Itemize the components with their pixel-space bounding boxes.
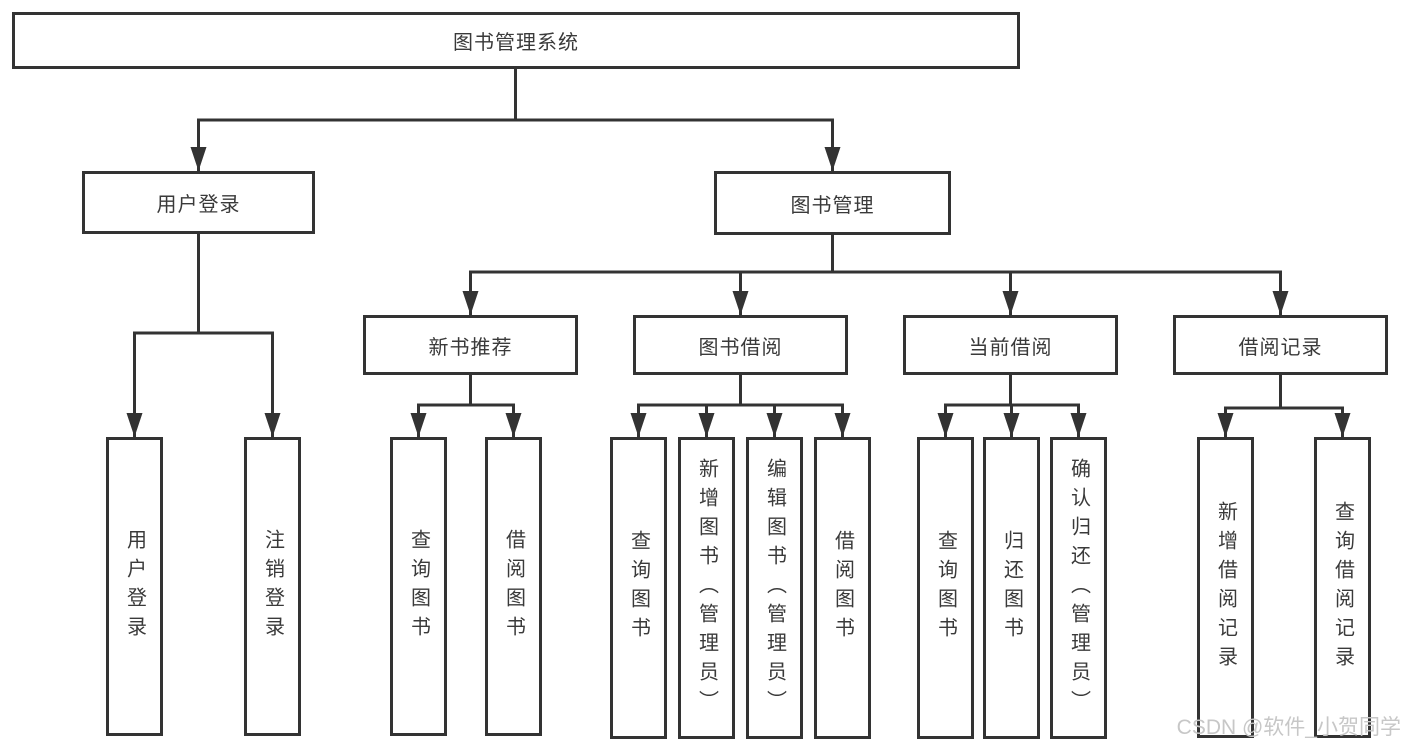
node-user-login: 用户登录 — [82, 171, 315, 234]
leaf-bb-edit-books-admin: 编辑图书（管理员） — [746, 437, 803, 739]
csdn-watermark: CSDN @软件_小贺同学 — [1176, 716, 1401, 739]
leaf-bb-query-books: 查询图书 — [610, 437, 667, 739]
leaf-cb-query-books: 查询图书 — [917, 437, 974, 739]
leaf-br-query-record: 查询借阅记录 — [1314, 437, 1371, 738]
leaf-user-login: 用户登录 — [106, 437, 163, 736]
leaf-br-add-record: 新增借阅记录 — [1197, 437, 1254, 738]
node-book-management: 图书管理 — [714, 171, 951, 235]
leaf-nb-borrow-books: 借阅图书 — [485, 437, 542, 736]
leaf-cb-confirm-return-admin: 确认归还（管理员） — [1050, 437, 1107, 739]
node-root: 图书管理系统 — [12, 12, 1020, 69]
node-borrow-records: 借阅记录 — [1173, 315, 1388, 375]
node-book-borrowing: 图书借阅 — [633, 315, 848, 375]
leaf-bb-add-books-admin: 新增图书（管理员） — [678, 437, 735, 739]
leaf-cb-return-books: 归还图书 — [983, 437, 1040, 739]
node-current-borrowing: 当前借阅 — [903, 315, 1118, 375]
node-new-book-recommend: 新书推荐 — [363, 315, 578, 375]
leaf-logout: 注销登录 — [244, 437, 301, 736]
leaf-nb-query-books: 查询图书 — [390, 437, 447, 736]
leaf-bb-borrow-books: 借阅图书 — [814, 437, 871, 739]
